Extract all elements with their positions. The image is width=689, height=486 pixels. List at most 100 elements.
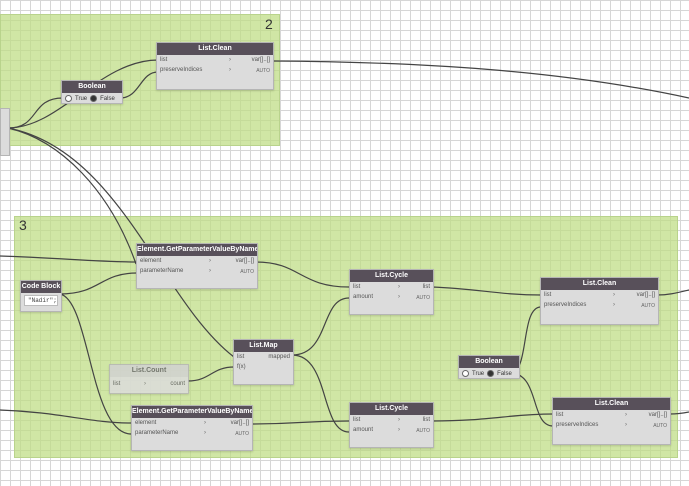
wire (431, 286, 542, 296)
list-cycle-title: List.Cycle (350, 403, 433, 415)
get-parameter-node-1[interactable]: Element.GetParameterValueByName element ›… (136, 243, 258, 289)
code-block-title: Code Block (21, 281, 61, 293)
false-radio[interactable] (487, 370, 495, 377)
output-port-count[interactable]: count (170, 381, 185, 387)
code-block-editor[interactable]: "Nadir"; (24, 295, 58, 306)
port-arrow-icon: › (625, 412, 627, 418)
port-arrow-icon: › (229, 57, 231, 63)
input-port-parameter-name[interactable]: parameterName (140, 268, 184, 274)
true-label: True (75, 95, 88, 102)
output-port[interactable]: list (422, 284, 430, 290)
false-label: False (497, 370, 512, 377)
lacing-label: AUTO (641, 303, 655, 309)
group-2-title: 2 (265, 16, 273, 32)
list-clean-node-right-1[interactable]: List.Clean list › var[]..[] preserveIndice… (540, 277, 659, 325)
input-port-function[interactable]: f(x) (237, 364, 246, 370)
port-arrow-icon: › (398, 427, 400, 433)
wire (7, 97, 64, 129)
lacing-label: AUTO (416, 295, 430, 301)
port-arrow-icon: › (209, 258, 211, 264)
port-arrow-icon: › (204, 430, 206, 436)
list-clean-node-top[interactable]: List.Clean list › var[]..[] preserveIndice… (156, 42, 274, 90)
list-clean-title: List.Clean (157, 43, 273, 55)
boolean-node-title: Boolean (459, 356, 519, 368)
input-port-element[interactable]: element (140, 258, 162, 264)
lacing-label: AUTO (416, 428, 430, 434)
list-count-title: List.Count (110, 365, 188, 377)
wire (656, 289, 689, 296)
port-arrow-icon: › (398, 294, 400, 300)
true-label: True (472, 370, 485, 377)
list-clean-title: List.Clean (541, 278, 658, 290)
lacing-label: AUTO (653, 423, 667, 429)
wire (7, 127, 137, 265)
wire (7, 127, 235, 358)
lacing-label: AUTO (256, 68, 270, 74)
get-parameter-title: Element.GetParameterValueByName (137, 244, 257, 256)
list-cycle-node-1[interactable]: List.Cycle list › list amount › AUTO (349, 269, 434, 315)
wire (431, 413, 554, 422)
wire (249, 420, 350, 425)
boolean-node-top[interactable]: Boolean True False (61, 80, 123, 104)
boolean-node-title: Boolean (62, 81, 122, 93)
offscreen-node-stub[interactable] (0, 108, 10, 156)
boolean-node-bottom[interactable]: Boolean True False (458, 355, 520, 379)
input-port-list[interactable]: list (353, 284, 361, 290)
input-port-amount[interactable]: amount (353, 427, 374, 433)
list-count-node[interactable]: List.Count list › count (109, 364, 189, 394)
port-arrow-icon: › (613, 302, 615, 308)
port-arrow-icon: › (209, 268, 211, 274)
list-map-title: List.Map (234, 340, 293, 352)
wire (59, 272, 138, 295)
port-arrow-icon: › (398, 417, 400, 423)
input-port-list[interactable]: list (237, 354, 245, 360)
input-port-element[interactable]: element (135, 420, 157, 426)
list-clean-title: List.Clean (553, 398, 670, 410)
input-port-preserve-indices[interactable]: preserveIndices (544, 302, 587, 308)
input-port-preserve-indices[interactable]: preserveIndices (160, 67, 203, 73)
output-port[interactable]: list (422, 417, 430, 423)
wire (255, 261, 350, 288)
output-port[interactable]: var[]..[] (251, 57, 270, 63)
list-clean-node-right-2[interactable]: List.Clean list › var[]..[] preserveIndice… (552, 397, 671, 445)
port-arrow-icon: › (229, 67, 231, 73)
list-cycle-node-2[interactable]: List.Cycle list › list amount › AUTO (349, 402, 434, 448)
input-port-parameter-name[interactable]: parameterName (135, 430, 179, 436)
output-port[interactable]: var[]..[] (235, 258, 254, 264)
port-arrow-icon: › (144, 381, 146, 387)
input-port-list[interactable]: list (113, 381, 121, 387)
output-port[interactable]: var[]..[] (648, 412, 667, 418)
list-map-node[interactable]: List.Map list mapped f(x) (233, 339, 294, 385)
false-label: False (100, 95, 115, 102)
port-arrow-icon: › (613, 292, 615, 298)
input-port-amount[interactable]: amount (353, 294, 374, 300)
wire (291, 354, 350, 433)
input-port-list[interactable]: list (160, 57, 168, 63)
lacing-label: AUTO (235, 431, 249, 437)
port-arrow-icon: › (204, 420, 206, 426)
output-port-mapped[interactable]: mapped (268, 354, 290, 360)
get-parameter-title: Element.GetParameterValueByName (132, 406, 252, 418)
list-cycle-title: List.Cycle (350, 270, 433, 282)
false-radio[interactable] (90, 95, 98, 102)
port-arrow-icon: › (398, 284, 400, 290)
get-parameter-node-2[interactable]: Element.GetParameterValueByName element ›… (131, 405, 253, 451)
true-radio[interactable] (65, 95, 72, 102)
wire (0, 255, 138, 263)
wire (669, 411, 689, 415)
group-3-title: 3 (19, 217, 27, 233)
output-port[interactable]: var[]..[] (636, 292, 655, 298)
wire (271, 60, 689, 99)
input-port-list[interactable]: list (353, 417, 361, 423)
input-port-preserve-indices[interactable]: preserveIndices (556, 422, 599, 428)
wire (0, 409, 132, 424)
port-arrow-icon: › (625, 422, 627, 428)
input-port-list[interactable]: list (544, 292, 552, 298)
code-block-node[interactable]: Code Block "Nadir"; (20, 280, 62, 312)
wire (509, 372, 554, 427)
true-radio[interactable] (462, 370, 469, 377)
wire (59, 293, 132, 435)
output-port[interactable]: var[]..[] (230, 420, 249, 426)
input-port-list[interactable]: list (556, 412, 564, 418)
